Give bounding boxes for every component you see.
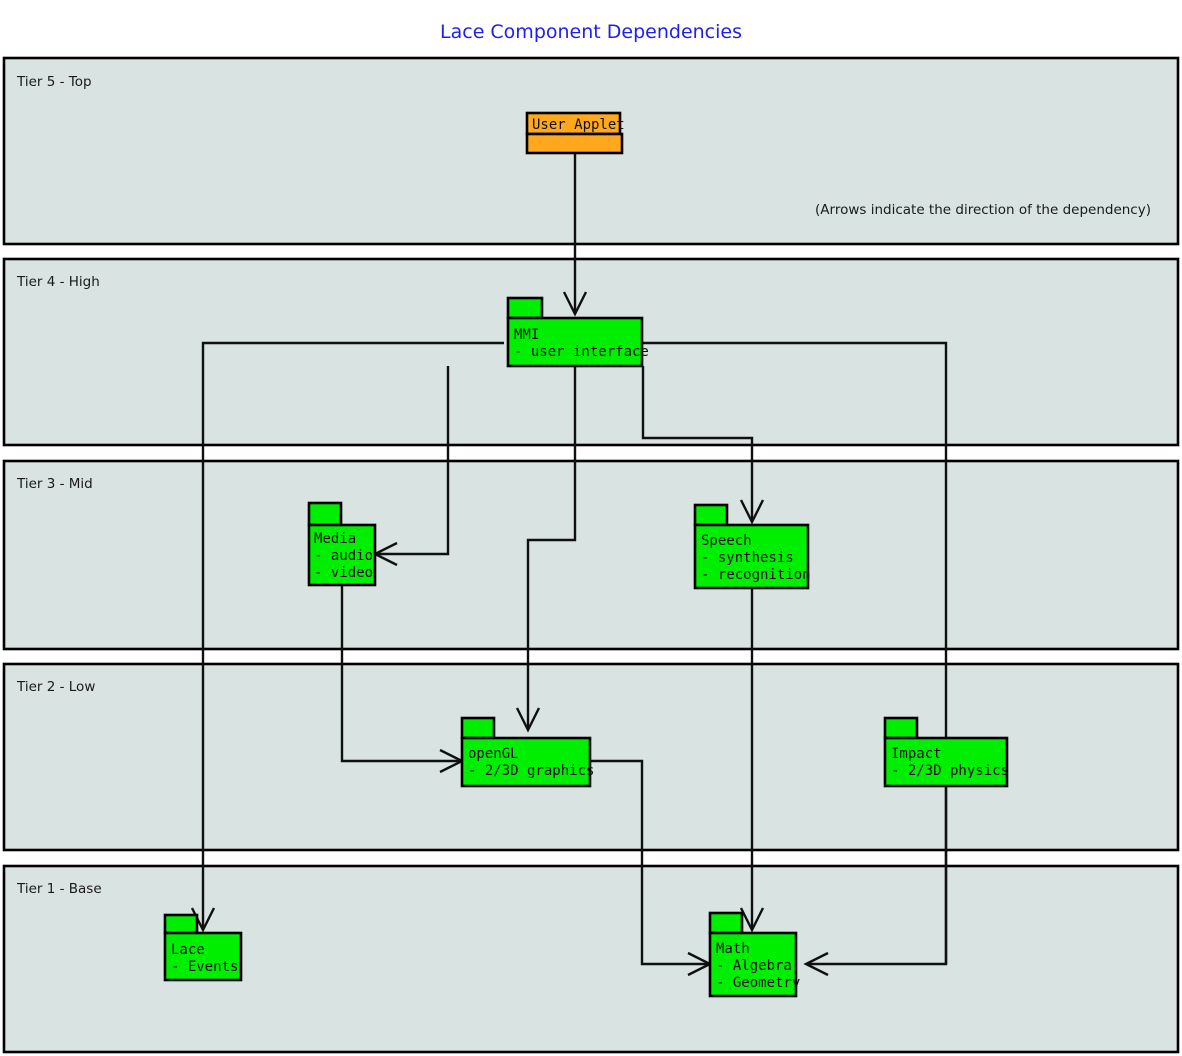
package-impact[interactable]: Impact - 2/3D physics xyxy=(883,716,1009,788)
tier-label-tier4: Tier 4 - High xyxy=(16,274,100,290)
package-speech-line-1: - recognition xyxy=(701,567,811,583)
tier-label-tier5: Tier 5 - Top xyxy=(16,74,92,90)
package-mmi-name: MMI xyxy=(514,327,539,343)
package-opengl[interactable]: openGL - 2/3D graphics xyxy=(460,716,594,788)
tier-label-tier1: Tier 1 - Base xyxy=(16,881,102,897)
package-media-line-1: - video xyxy=(314,565,373,581)
package-impact-tab xyxy=(883,716,919,740)
tier-label-tier3: Tier 3 - Mid xyxy=(16,476,93,492)
package-math-tab xyxy=(708,911,744,935)
tier-labels: Tier 5 - Top Tier 4 - High Tier 3 - Mid … xyxy=(16,74,102,897)
tier-band-tier3 xyxy=(2,459,1180,651)
package-media-tab xyxy=(307,501,343,527)
package-opengl-line-0: - 2/3D graphics xyxy=(468,763,594,779)
package-mmi-tab xyxy=(506,296,544,320)
package-speech-name: Speech xyxy=(701,533,752,549)
package-media-line-0: - audio xyxy=(314,548,373,564)
package-opengl-body xyxy=(460,736,592,788)
package-lace-line-0: - Events xyxy=(171,959,238,975)
connector-user-applet-to-mmi xyxy=(562,153,588,317)
package-mmi[interactable]: MMI - user interface xyxy=(506,296,649,368)
package-math-line-0: - Algebra xyxy=(716,958,792,974)
connector-speech-to-math xyxy=(739,588,765,933)
package-opengl-name: openGL xyxy=(468,746,519,762)
package-speech-body xyxy=(693,523,810,590)
package-mmi-line-0: - user interface xyxy=(514,344,649,360)
package-lace-body xyxy=(163,931,243,982)
package-user-applet-name: User Applet xyxy=(532,117,625,133)
package-speech[interactable]: Speech - synthesis - recognition xyxy=(693,503,811,590)
package-impact-name: Impact xyxy=(891,746,942,762)
package-impact-body xyxy=(883,736,1009,788)
package-math[interactable]: Math - Algebra - Geometry xyxy=(708,911,800,998)
tier-label-tier2: Tier 2 - Low xyxy=(16,679,95,695)
page-title: Lace Component Dependencies xyxy=(440,21,742,43)
package-user-applet[interactable]: User Applet xyxy=(525,111,625,155)
package-media-body xyxy=(307,523,377,587)
package-media[interactable]: Media - audio - video xyxy=(307,501,377,587)
package-math-body xyxy=(708,931,798,998)
package-speech-line-0: - synthesis xyxy=(701,550,794,566)
package-media-name: Media xyxy=(314,531,356,547)
arrows-note: (Arrows indicate the direction of the de… xyxy=(815,202,1151,218)
package-speech-tab xyxy=(693,503,729,527)
package-user-applet-body xyxy=(525,132,624,155)
package-mmi-body xyxy=(506,316,644,368)
package-opengl-tab xyxy=(460,716,496,740)
connector-mmi-to-math xyxy=(640,341,948,977)
dependency-connectors xyxy=(190,153,948,977)
connector-mmi-to-opengl xyxy=(515,366,577,733)
package-lace-tab xyxy=(163,913,199,935)
connector-mmi-to-speech xyxy=(641,366,765,525)
package-math-name: Math xyxy=(716,941,750,957)
package-lace[interactable]: Lace - Events xyxy=(163,913,243,982)
package-impact-line-0: - 2/3D physics xyxy=(891,763,1009,779)
package-lace-name: Lace xyxy=(171,942,205,958)
package-math-line-1: - Geometry xyxy=(716,975,800,991)
